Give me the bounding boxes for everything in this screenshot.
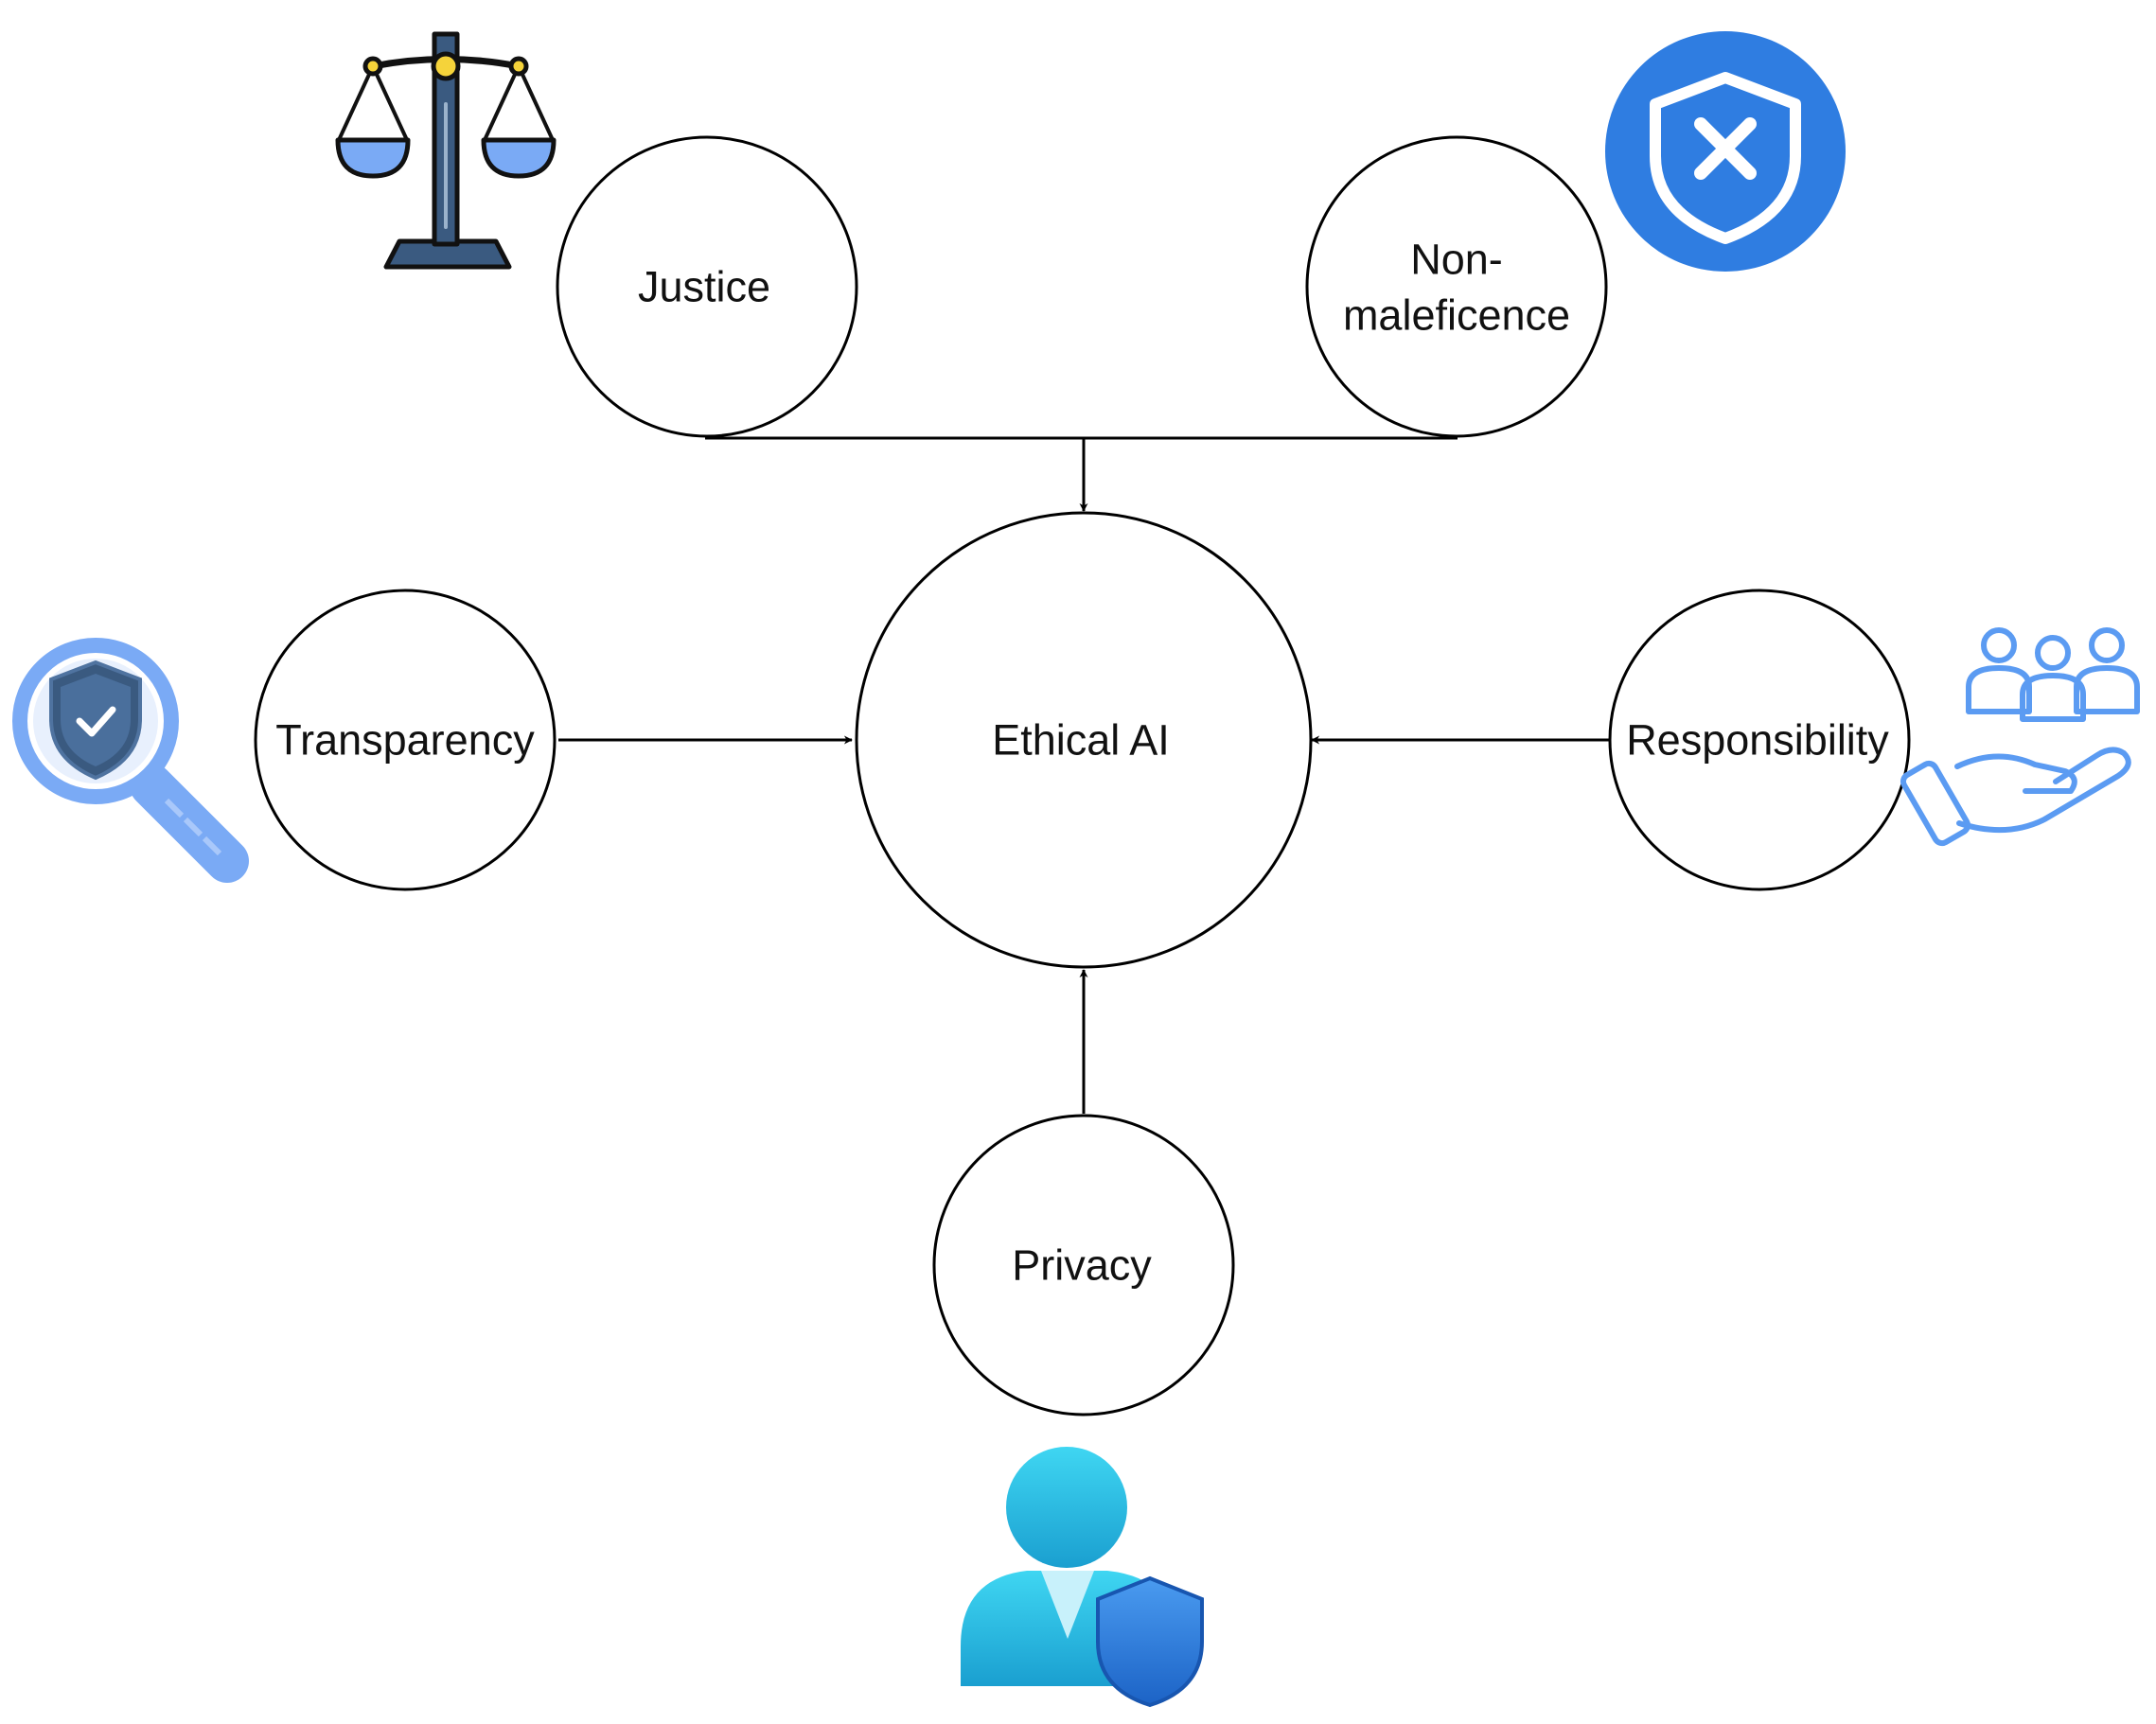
hand-people-icon	[1900, 627, 2140, 847]
non-maleficence-label-line2: maleficence	[1343, 291, 1570, 340]
node-privacy: Privacy	[932, 1114, 1235, 1416]
justice-label: Justice	[638, 263, 770, 311]
node-ethical-ai: Ethical AI	[855, 511, 1313, 969]
node-responsibility: Responsibility	[1608, 589, 1911, 891]
responsibility-label: Responsibility	[1626, 716, 1889, 765]
node-transparency: Transparency	[254, 589, 557, 891]
transparency-label: Transparency	[275, 716, 535, 765]
magnifier-shield-check-icon	[12, 638, 249, 883]
privacy-label: Privacy	[1012, 1241, 1152, 1290]
connectors	[558, 436, 1611, 1114]
scales-of-justice-icon	[335, 31, 557, 270]
node-justice: Justice	[556, 135, 858, 438]
node-non-maleficence: Non- maleficence	[1305, 135, 1608, 438]
user-shield-icon	[961, 1447, 1204, 1708]
non-maleficence-label-line1: Non-	[1410, 236, 1503, 284]
shield-x-icon	[1605, 31, 1846, 272]
ethical-ai-label: Ethical AI	[992, 716, 1170, 765]
